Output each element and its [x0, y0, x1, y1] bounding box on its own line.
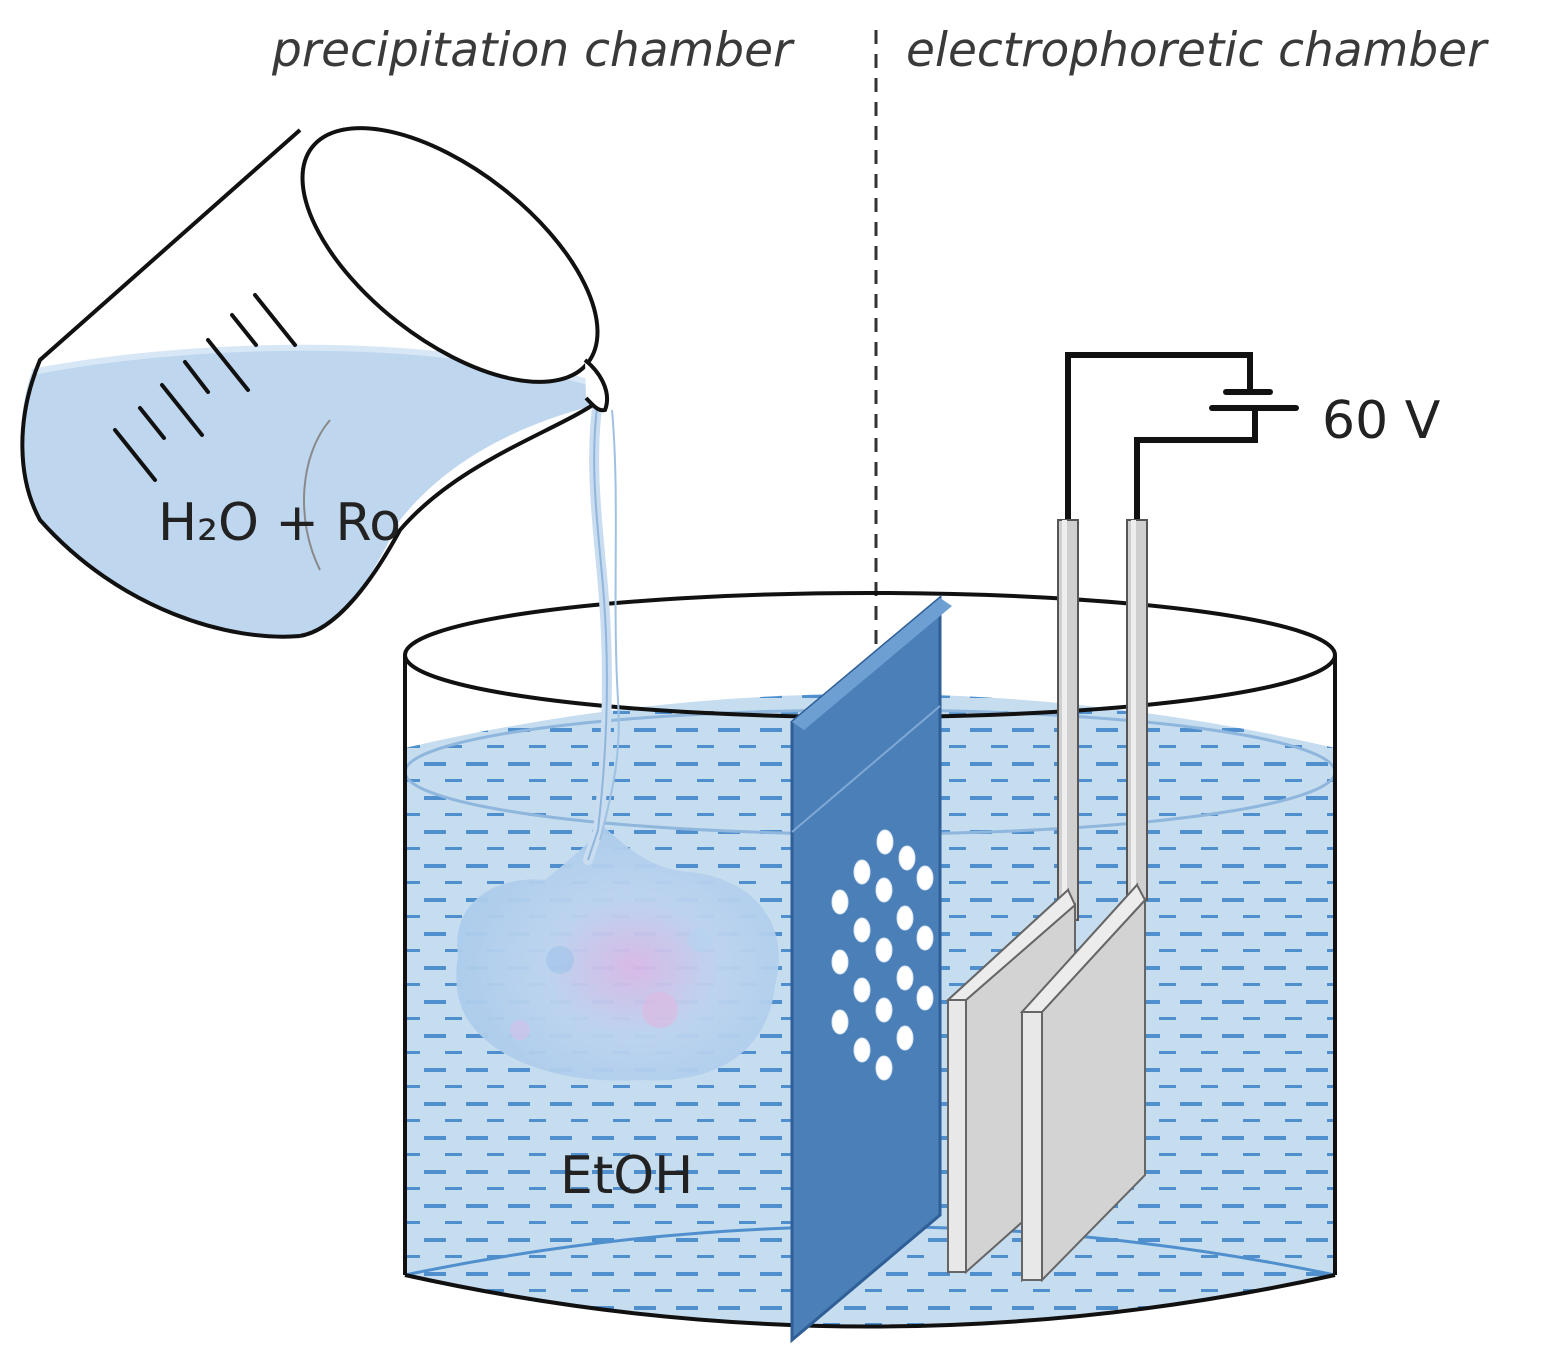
electrophoretic-chamber-label: electrophoretic chamber [906, 23, 1489, 78]
membrane-pores [831, 829, 934, 1081]
circuit-wires [1065, 352, 1258, 520]
tank-bottom-front [404, 1273, 1336, 1329]
battery-symbol-icon [1209, 389, 1299, 411]
pouring-beaker-icon [20, 126, 609, 639]
beaker-liquid [21, 347, 601, 637]
electrode-plate-right [1019, 882, 1147, 1283]
beaker-graduations [113, 293, 297, 482]
precipitate-cloud-icon [456, 828, 779, 1081]
perforated-membrane [790, 594, 952, 1344]
solvent-label: EtOH [560, 1146, 693, 1206]
beaker-contents-label: H₂O + Ro [158, 493, 401, 553]
precipitation-chamber-label: precipitation chamber [271, 23, 795, 78]
electrode-rods [1057, 519, 1148, 921]
voltage-label: 60 V [1322, 391, 1441, 451]
pouring-stream [583, 395, 620, 865]
